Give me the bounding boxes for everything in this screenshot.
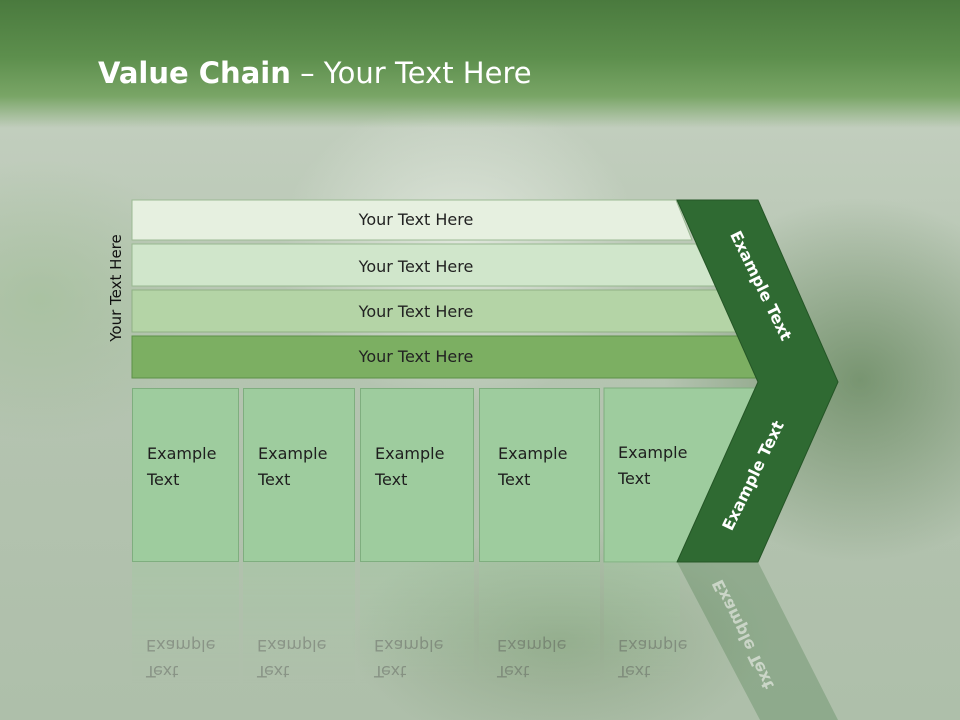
row-bar-1	[131, 199, 693, 241]
row-label-3: Your Text Here	[358, 302, 474, 321]
title-rest: – Your Text Here	[290, 56, 532, 90]
title-bold: Value Chain	[98, 56, 291, 90]
column-4-line1: Example	[498, 444, 568, 463]
row-label-2: Your Text Here	[358, 257, 474, 276]
title-bar	[0, 0, 960, 128]
column-3-line2: Text	[375, 470, 408, 489]
row-label-4: Your Text Here	[358, 347, 474, 366]
column-5-line2: Text	[618, 469, 651, 488]
chevron-arrow	[676, 199, 839, 563]
column-1-line1: Example	[147, 444, 217, 463]
slide-title: Value Chain – Your Text Here	[98, 56, 532, 96]
column-2-line2: Text	[258, 470, 291, 489]
row-label-1: Your Text Here	[358, 210, 474, 229]
reflection-chevron: Example Text	[677, 562, 838, 720]
column-5-line1: Example	[618, 443, 688, 462]
column-2-line1: Example	[258, 444, 328, 463]
column-4-line2: Text	[498, 470, 531, 489]
column-1-line2: Text	[147, 470, 180, 489]
column-3-line1: Example	[375, 444, 445, 463]
